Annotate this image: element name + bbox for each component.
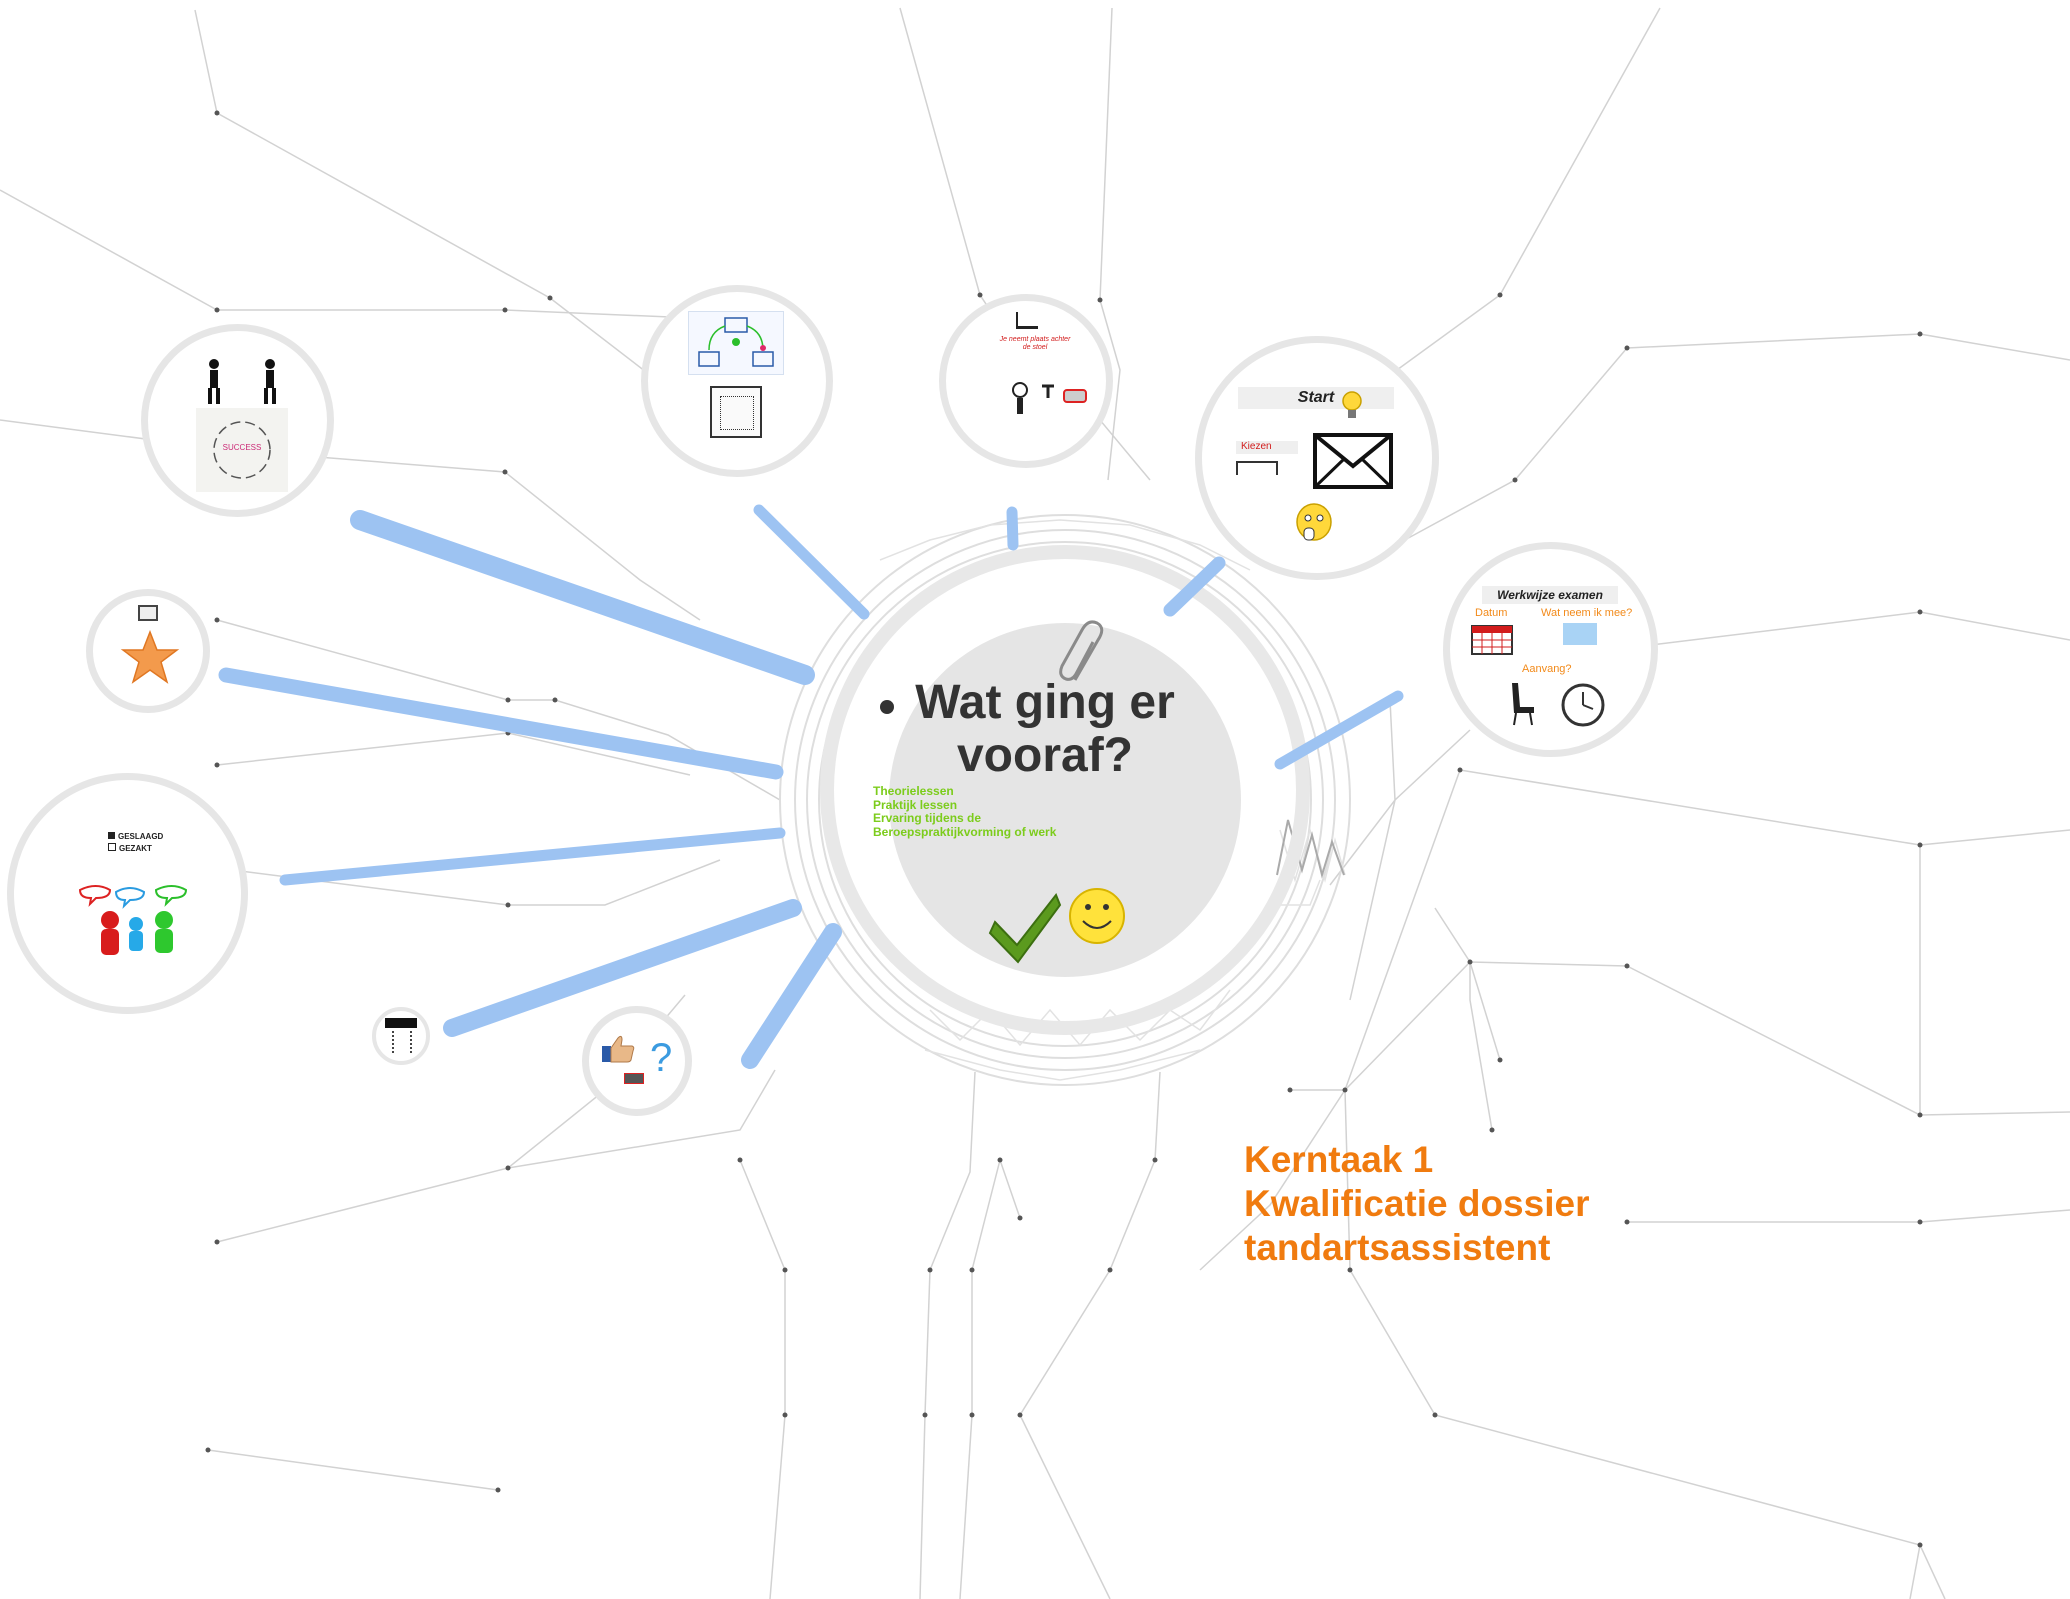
envelope-icon	[1313, 433, 1393, 489]
kiezen-box	[1236, 441, 1298, 454]
central-bullet	[880, 700, 894, 714]
connector-thumb	[741, 923, 842, 1069]
people-figures-icon	[208, 359, 276, 404]
empty-box-icon	[108, 843, 116, 851]
mee-box	[1563, 623, 1597, 645]
cycle-arrows-icon	[213, 421, 271, 479]
dental-tools-icon	[1012, 382, 1087, 414]
thinking-smiley-icon	[1296, 503, 1332, 541]
geslaagd-label: GESLAAGD	[118, 832, 164, 841]
connector-plaats	[1006, 506, 1019, 551]
discussion-people-icon	[78, 885, 188, 955]
connector-start	[1163, 556, 1226, 617]
center-outer-ring	[820, 545, 1310, 1035]
connector-examen	[1274, 690, 1404, 770]
kerntaak-line3: tandartsassistent	[1244, 1227, 1551, 1268]
tree-diagram-shapes	[698, 317, 774, 367]
central-title: Wat ging er vooraf?	[880, 676, 1210, 782]
zigzag-mark	[1276, 819, 1345, 879]
plaats-text: Je neemt plaats achter de stoel	[980, 336, 1090, 352]
cycle-center-word: SUCCESS	[222, 443, 262, 452]
frame-small-card[interactable]	[372, 1007, 430, 1065]
chair-small-icon	[1016, 312, 1038, 329]
frame-result[interactable]	[7, 773, 248, 1014]
connector-people	[350, 510, 815, 685]
kiezen-label: Kiezen	[1241, 441, 1272, 452]
kerntaak-line1: Kerntaak 1	[1244, 1139, 1434, 1180]
central-title-line2: vooraf?	[956, 729, 1133, 782]
small-card-icon	[385, 1018, 417, 1028]
clock-icon	[1561, 683, 1605, 727]
center-disc	[889, 623, 1241, 977]
tree-diagram	[688, 311, 784, 375]
calendar-icon	[1471, 625, 1513, 655]
question-mark-icon: ?	[650, 1036, 673, 1080]
connector-tree	[753, 504, 870, 620]
small-card-lines	[392, 1031, 412, 1053]
kerntaak-heading: Kerntaak 1 Kwalificatie dossier tandarts…	[1244, 1138, 1589, 1270]
calendar-sheet-icon	[710, 386, 762, 438]
connector-small-card	[443, 899, 802, 1037]
list-item: Theorielessen	[873, 784, 954, 798]
aanvang-label: Aanvang?	[1522, 663, 1572, 675]
checked-box-icon	[108, 832, 115, 839]
examen-title: Werkwijze examen	[1482, 586, 1618, 604]
central-list: Theorielessen Praktijk lessen Ervaring t…	[873, 784, 1057, 839]
printer-icon	[138, 605, 158, 621]
connectors	[218, 504, 1404, 1069]
star-icon	[120, 630, 180, 684]
lightbulb-icon	[1342, 391, 1362, 418]
frame-tree[interactable]	[641, 285, 833, 477]
checkmark-icon	[988, 893, 1062, 964]
datum-label: Datum	[1475, 607, 1508, 619]
start-title: Start	[1238, 387, 1394, 409]
list-item: Beroepspraktijkvorming of werk	[873, 824, 1057, 839]
small-tag-icon	[624, 1073, 644, 1084]
list-item: Ervaring tijdens de	[873, 811, 982, 825]
kiezen-bracket-icon	[1236, 461, 1278, 475]
plaats-line2: de stoel	[1022, 344, 1048, 351]
central-title-line1: Wat ging er	[915, 676, 1175, 729]
result-checkboxes: GESLAAGD GEZAKT	[108, 831, 163, 855]
mee-label: Wat neem ik mee?	[1541, 607, 1633, 619]
thumbs-up-icon	[602, 1035, 635, 1063]
cycle-diagram: SUCCESS	[196, 408, 288, 492]
list-item: Praktijk lessen	[873, 797, 958, 812]
chair-icon	[1512, 683, 1534, 726]
frame-plaats[interactable]	[939, 294, 1113, 468]
kerntaak-line2: Kwalificatie dossier	[1244, 1183, 1590, 1224]
paperclip-icon	[1059, 620, 1104, 681]
plaats-line1: Je neemt plaats achter	[999, 336, 1071, 343]
connector-star	[218, 667, 784, 780]
frame-thumb[interactable]	[582, 1006, 692, 1116]
smiley-icon	[1069, 888, 1125, 944]
gezakt-label: GEZAKT	[119, 844, 152, 853]
connector-result	[279, 827, 786, 886]
